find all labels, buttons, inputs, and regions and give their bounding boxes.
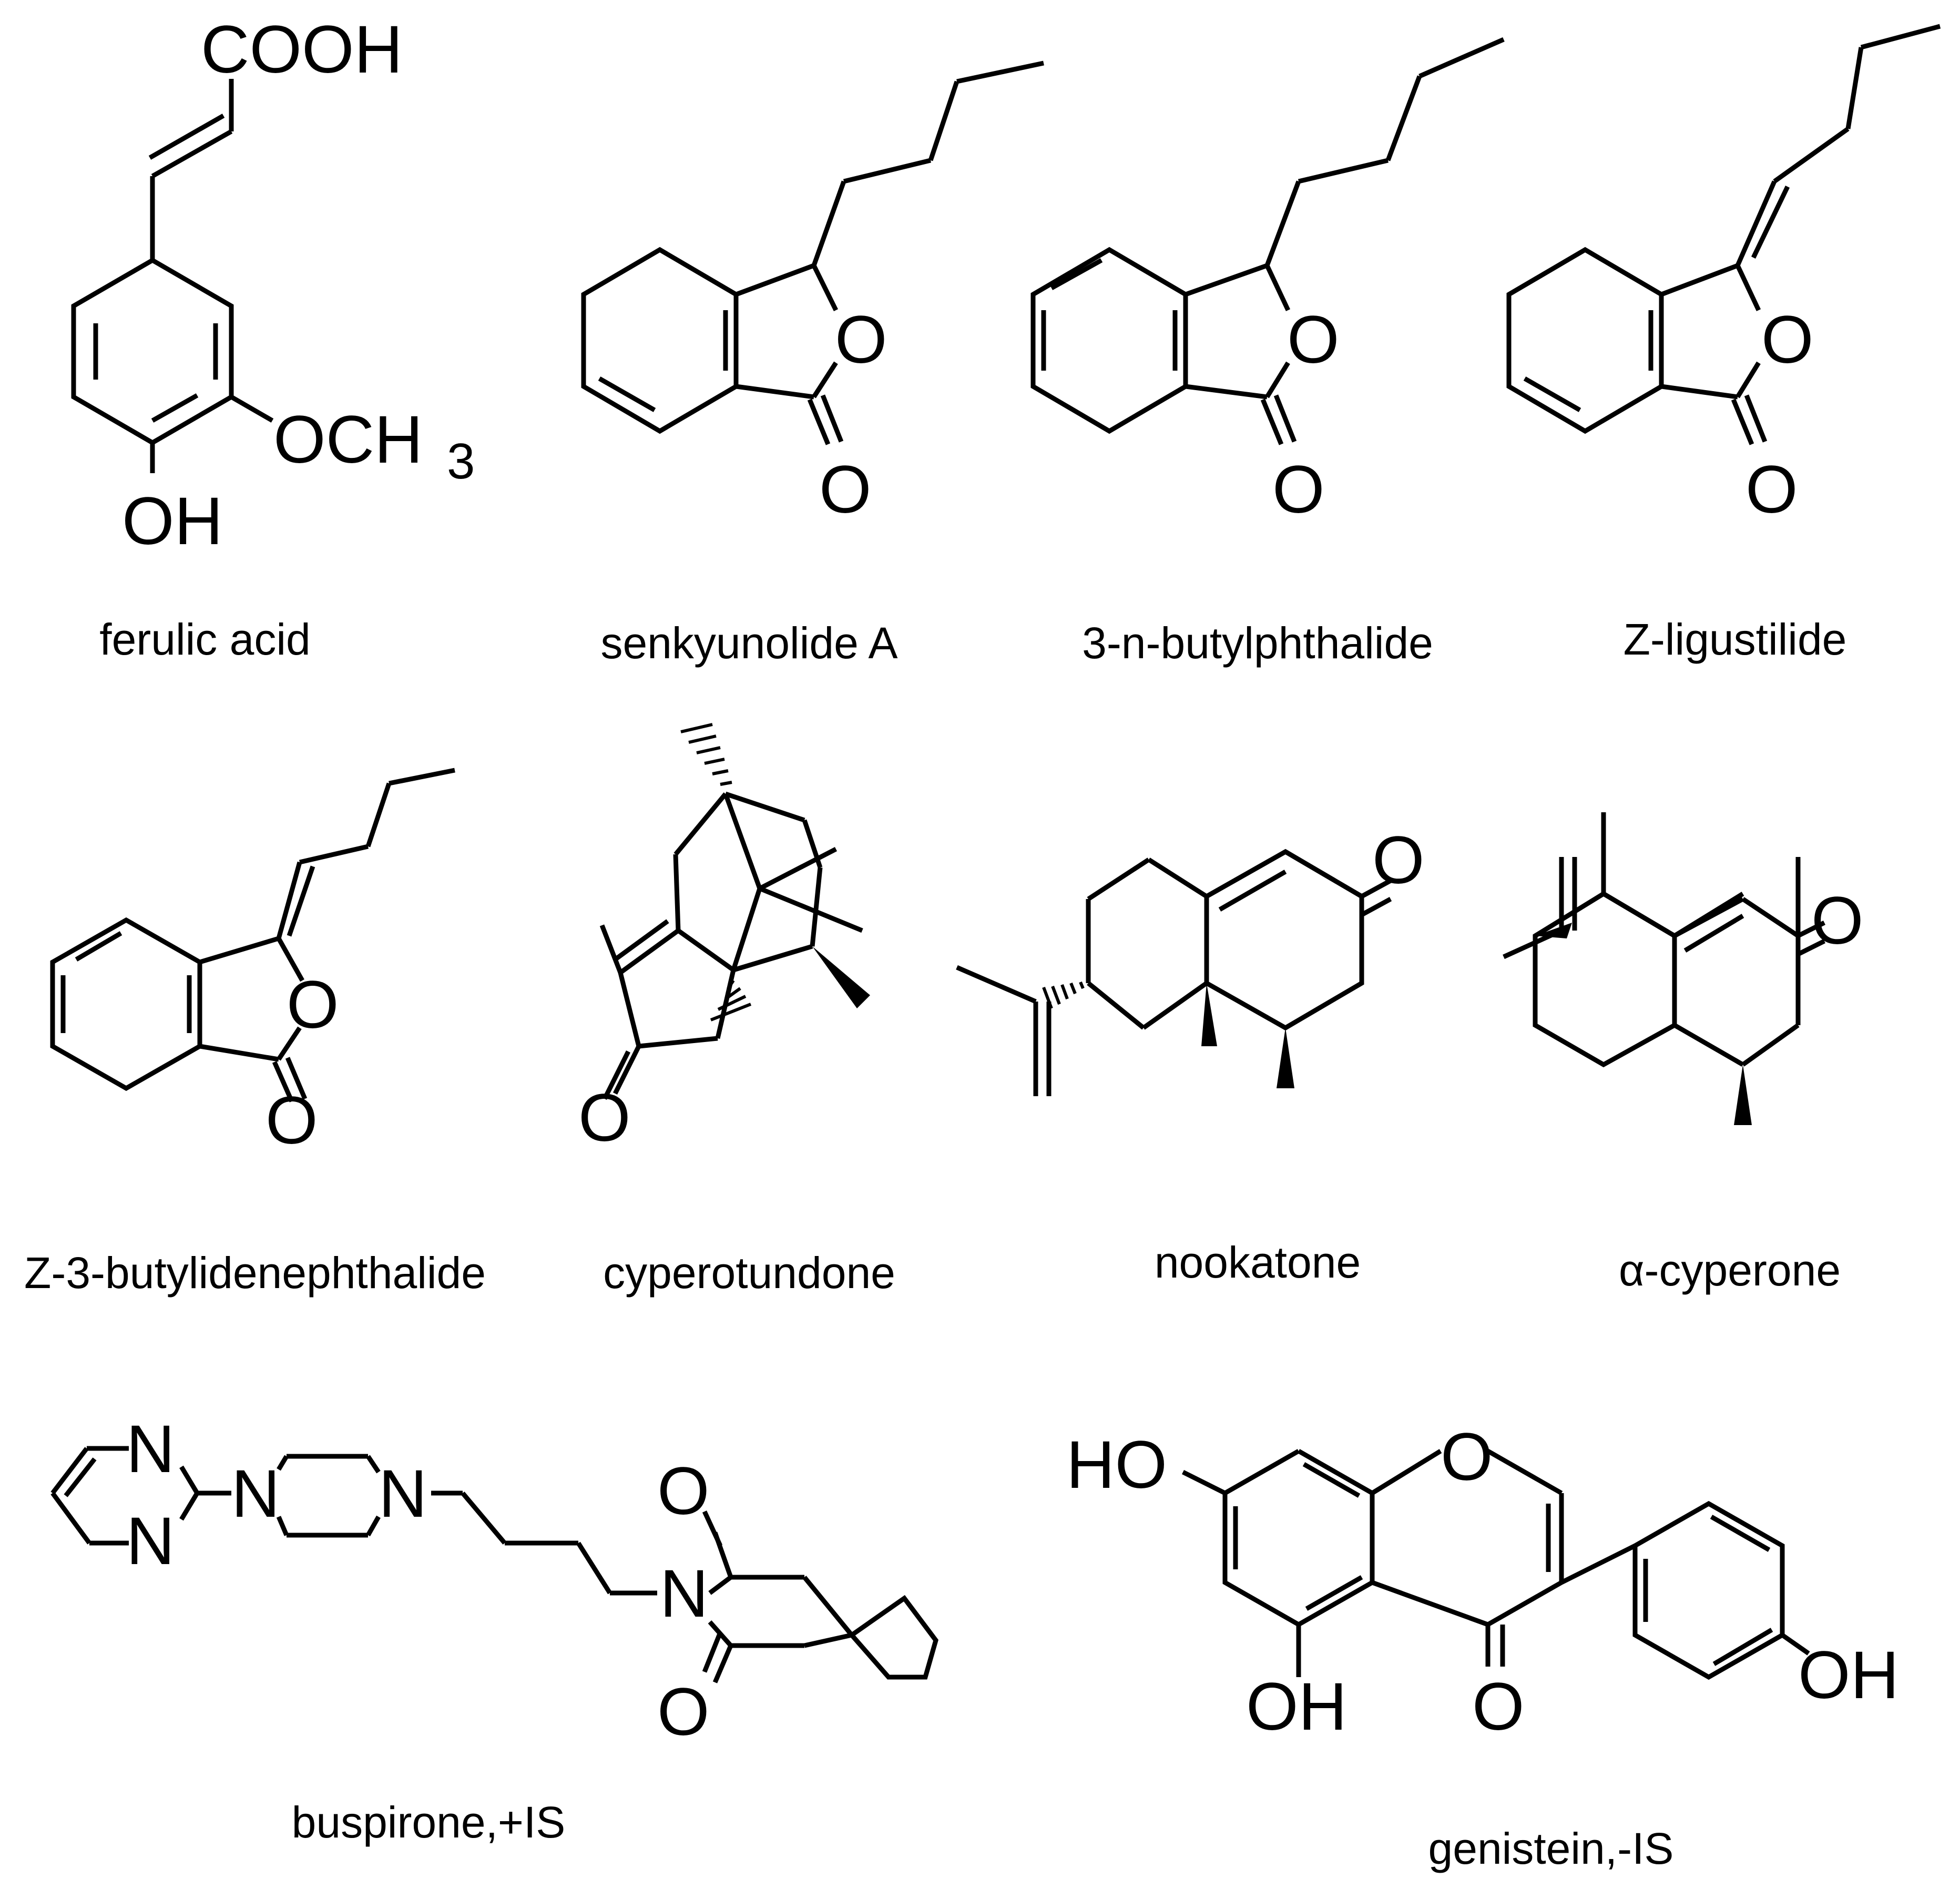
buspirone-oxygen-top: O xyxy=(657,1454,710,1529)
senkyunolide-a-structure: O O senkyunolide A xyxy=(581,60,1044,668)
butylidenephthalide-ring-oxygen: O xyxy=(287,967,339,1043)
butylphthalide-carbonyl-oxygen: O xyxy=(1272,452,1325,527)
ferulic-acid-caption: ferulic acid xyxy=(99,615,311,664)
z-ligustilide-caption: Z-ligustilide xyxy=(1624,615,1847,664)
butylphthalide-caption: 3-n-butylphthalide xyxy=(1082,618,1433,668)
genistein-4p-hydroxyl: OH xyxy=(1798,1638,1899,1713)
ligustilide-carbonyl-oxygen: O xyxy=(1745,452,1798,527)
buspirone-caption: buspirone,+IS xyxy=(292,1798,566,1847)
senkyunolide-ring-oxygen: O xyxy=(835,302,887,377)
hydroxyl-label: OH xyxy=(122,484,223,559)
alpha-cyperone-carbonyl-oxygen: O xyxy=(1811,883,1864,958)
pyrimidine-nitrogen-top: N xyxy=(126,1412,175,1487)
nookatone-caption: nookatone xyxy=(1155,1238,1361,1287)
genistein-ring-oxygen: O xyxy=(1441,1420,1493,1495)
genistein-carbonyl-oxygen: O xyxy=(1472,1669,1525,1744)
cyperotundone-caption: cyperotundone xyxy=(603,1248,895,1298)
senkyunolide-carbonyl-oxygen: O xyxy=(819,452,872,527)
ferulic-acid-structure: COOH OCH 3 OH ferulic acid xyxy=(71,12,475,664)
methoxy-subscript: 3 xyxy=(447,433,475,489)
cooh-label: COOH xyxy=(201,12,403,87)
piperazine-nitrogen-right: N xyxy=(379,1456,427,1531)
butylidenephthalide-caption: Z-3-butylidenephthalide xyxy=(24,1248,486,1298)
alpha-cyperone-structure: O α-cyperone xyxy=(1503,812,1864,1295)
piperazine-nitrogen-left: N xyxy=(231,1456,280,1531)
butylphthalide-ring-oxygen: O xyxy=(1287,302,1340,377)
butylidenephthalide-structure: O O Z-3-butylidenephthalide xyxy=(24,768,486,1298)
butylphthalide-structure: O O 3-n-butylphthalide xyxy=(1030,37,1505,668)
cyperotundone-carbonyl-oxygen: O xyxy=(578,1080,631,1156)
pyrimidine-nitrogen-bottom: N xyxy=(126,1504,175,1579)
nookatone-structure: O nookatone xyxy=(956,823,1425,1287)
senkyunolide-a-caption: senkyunolide A xyxy=(600,618,897,668)
genistein-5-hydroxyl: OH xyxy=(1246,1669,1347,1744)
z-ligustilide-structure: O O Z-ligustilide xyxy=(1506,24,1941,664)
nookatone-carbonyl-oxygen: O xyxy=(1372,823,1425,898)
genistein-caption: genistein,-IS xyxy=(1428,1824,1674,1873)
ligustilide-ring-oxygen: O xyxy=(1761,302,1814,377)
buspirone-structure: N N N N O N O buspirone,+IS xyxy=(50,1412,938,1847)
cyperotundone-structure: O cyperotundone xyxy=(578,723,895,1298)
genistein-7-hydroxyl: HO xyxy=(1066,1427,1167,1503)
butylidenephthalide-carbonyl-oxygen: O xyxy=(266,1083,318,1158)
buspirone-oxygen-bottom: O xyxy=(657,1674,710,1750)
imide-nitrogen: N xyxy=(660,1556,708,1631)
alpha-cyperone-caption: α-cyperone xyxy=(1619,1245,1841,1295)
genistein-structure: HO O OH O OH genistein,-IS xyxy=(1066,1420,1899,1873)
methoxy-label: OCH xyxy=(273,402,423,477)
